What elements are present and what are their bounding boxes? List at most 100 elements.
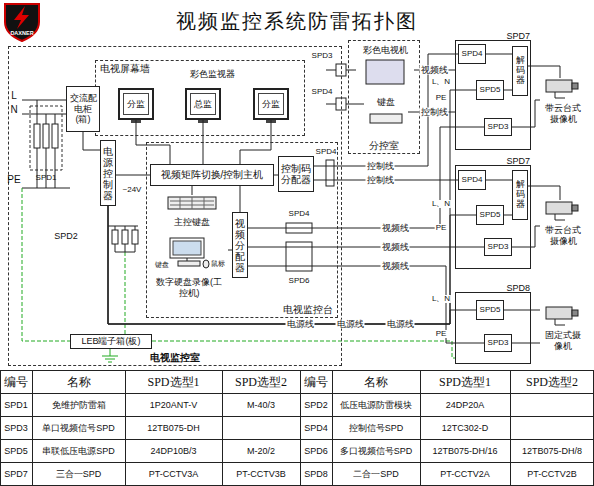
spd-module [336,64,346,76]
keyboard-icon [168,197,216,209]
keyboard-icon [370,114,402,123]
logo-shield [5,4,39,41]
device-box: 交流配电柜(箱) [66,86,100,132]
node-text: SPD3 [488,122,509,131]
node-text: SPD5 [480,85,501,94]
table-cell: 三合一SPD [56,470,102,479]
node-text: SPD7 [506,156,530,166]
wire-label: 视频线 [381,224,410,233]
wire-label: 视频线 [420,66,449,75]
diagram-title: 视频监控系统防雷拓扑图 [0,8,594,35]
part-label: SPD4 [312,88,333,96]
table-cell: SPD8 [304,470,328,479]
node-text: 带云台式摄像机 [542,103,584,124]
device-box: SPD3 [484,334,512,352]
table-cell: 1P20ANT-V [150,401,198,410]
table-cell: M-20/2 [247,447,275,456]
table-cell: SPD4 [304,424,328,433]
table-cell: PT-CCTV3A [149,470,199,479]
region-outline: 电视监控室电视屏幕墙分监总监分监交流配电柜(箱)电源控制器电视监控台视频矩阵切换… [8,46,342,366]
part-label: L、N [431,295,451,303]
connector [116,175,150,176]
table-grid [0,370,594,486]
connector [504,90,512,91]
node-text: 数字硬盘录像(工控机) [152,277,226,298]
camera-mount [555,319,565,325]
device-icon-box: 数字硬盘录像(工控机) [150,236,228,300]
table-cell: 名称 [67,376,91,388]
node-text: 分监 [262,99,280,109]
device-box: 解码器 [512,46,528,96]
connector [512,343,540,344]
node-text: 电视监控室 [9,352,341,364]
table-cell: SPD2 [304,401,328,410]
node-text: 分控室 [349,140,419,152]
spd-module [326,160,334,186]
part-label: SPD3 [312,52,333,60]
table-cell: 12TC302-D [442,424,489,433]
logo-bolt [14,6,29,29]
spd-module [336,98,346,110]
camera-mount [555,214,565,220]
connector [314,54,458,166]
mouse-icon [203,260,209,268]
node-text: SPD5 [480,210,501,219]
node-text: SPD3 [488,242,509,251]
connector [248,247,484,248]
device-icon-box: 主控键盘 [160,195,224,229]
node-text: SPD4 [462,175,483,184]
node-text: 视频分配器 [235,218,245,273]
connector [512,226,540,247]
connector [248,266,484,343]
monitor-box: 分监 [253,88,289,120]
node-text: 带云台式摄像机 [542,225,584,246]
connector [83,132,100,150]
table-cell: SPD选型1 [147,376,199,388]
connector [504,310,540,311]
spd-module [132,230,138,244]
table-cell: 名称 [364,376,388,388]
node-text: 电视监控台 [283,304,333,316]
node-text: 解码器 [516,180,525,210]
spd-enclosure: SPD7SPD4SPD5SPD3解码器 [455,40,531,150]
node-text: 主控键盘 [174,217,210,227]
wire-label: 视频线 [381,262,410,271]
table-cell: 免维护防雷箱 [52,401,106,410]
pc-screen [173,241,201,255]
table-cell: 单口视频信号SPD [42,424,115,433]
part-label: 键盘 [155,261,169,268]
region-outline: 电视监控台视频矩阵切换/控制主机主控键盘控制码分配器视频分配器数字硬盘录像(工控… [146,142,338,318]
node-text: SPD5 [480,305,501,314]
spd-module [112,230,118,244]
connector [512,100,540,127]
connector [486,54,512,55]
camera-body [546,80,572,92]
part-label: PE [435,330,448,338]
node-text: SPD7 [506,31,530,41]
power-wire [22,100,70,188]
node-text: LEB端子箱(板) [81,336,140,346]
region-outline: 分控室彩色电视机键盘 [348,40,420,154]
table-cell: 编号 [304,376,328,388]
part-label: ~24V [123,186,142,194]
table-cell: 多口视频信号SPD [340,447,413,456]
table-cell: 串联低压电源SPD [42,447,115,456]
device-icon-box: 带云台式摄像机 [540,200,586,248]
pc-monitor [170,238,204,258]
node-text: 视频矩阵切换/控制主机 [161,169,264,181]
table-cell: 24DP10B/3 [150,447,196,456]
spd-module [286,242,312,271]
connector [504,215,512,216]
camera-lens [572,310,578,316]
monitor-box: 分监 [118,88,154,120]
part-label: L、N [431,200,451,208]
camera-lens [572,205,578,211]
node-text: 电视屏幕墙 [100,63,150,75]
table-cell: PT-CCTV2B [527,470,577,479]
device-box: SPD4 [458,170,486,190]
connector [240,186,241,212]
connector [192,186,193,195]
table-cell: SPD选型2 [526,376,578,388]
table-cell: 12TB075-DH [147,424,200,433]
part-label: SPD2 [54,232,78,241]
